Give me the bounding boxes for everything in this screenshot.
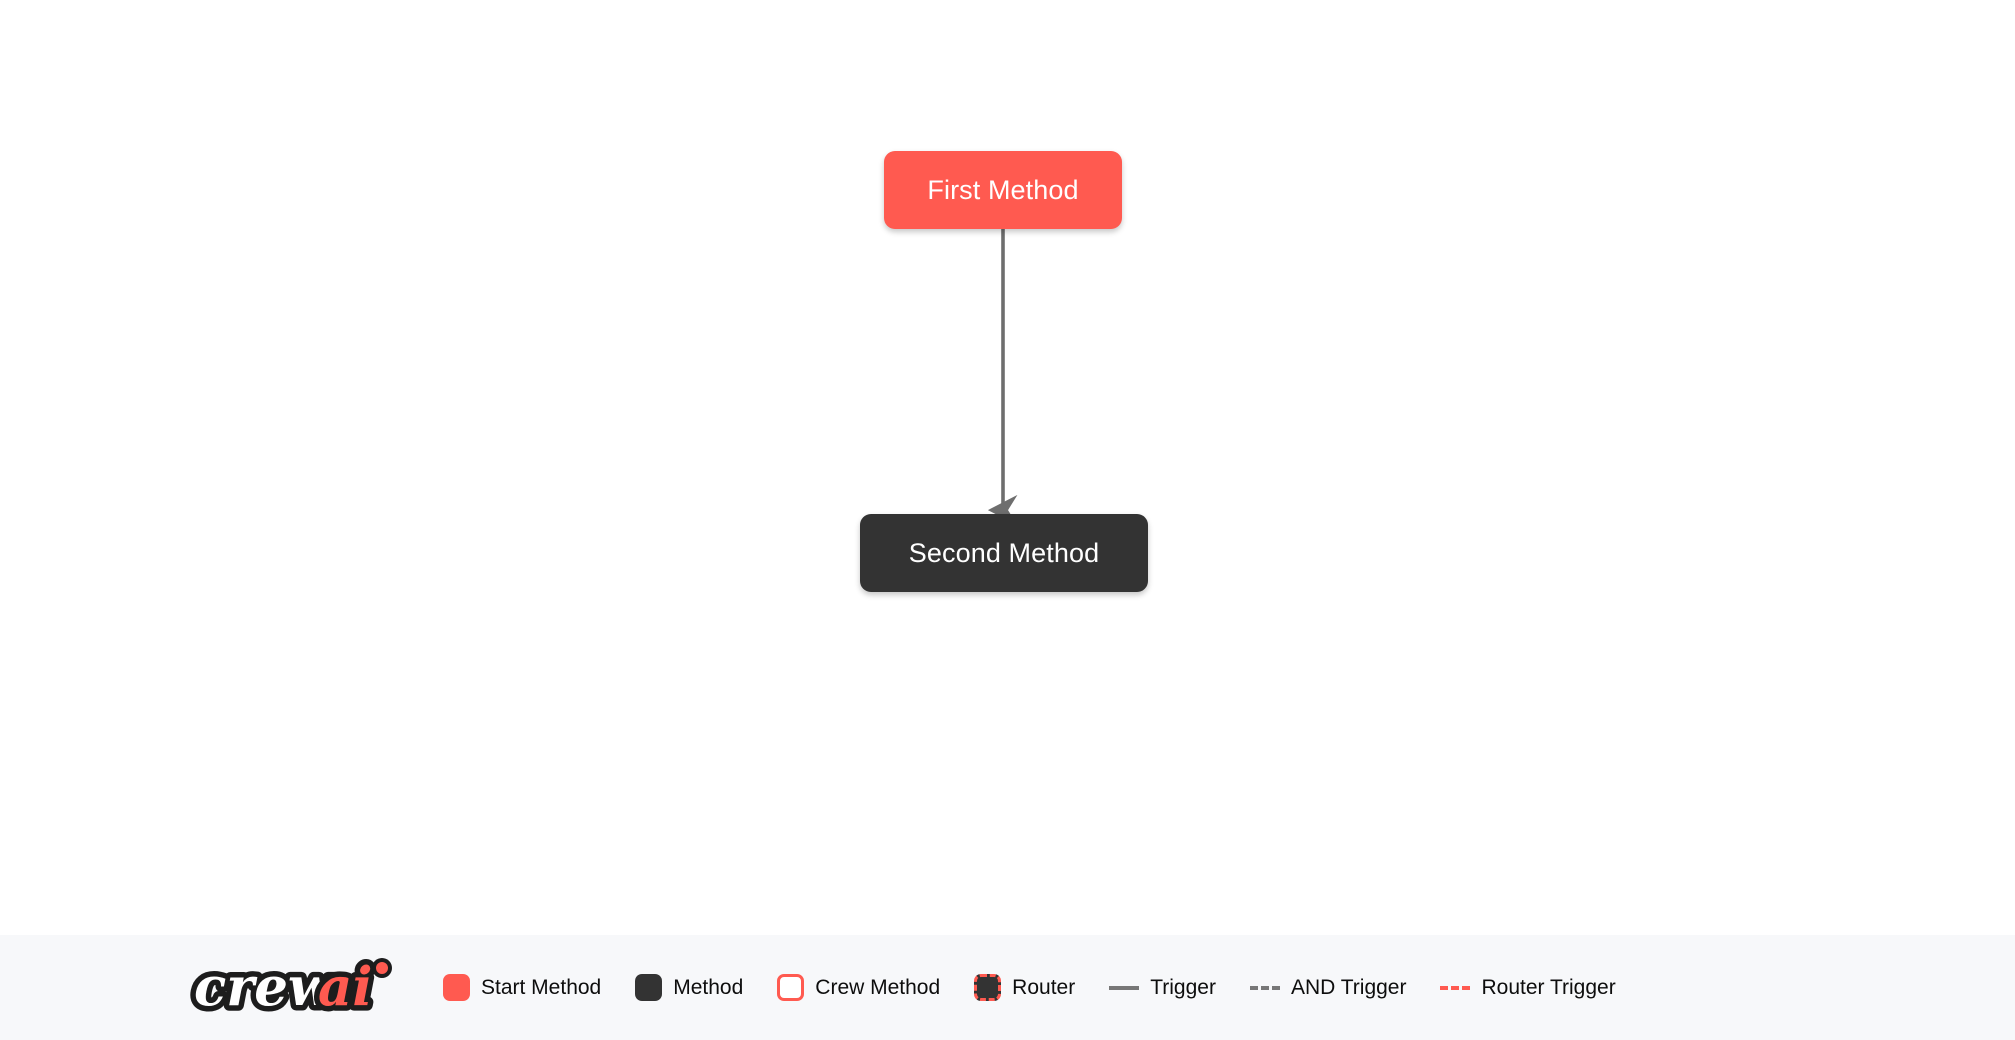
edge-layer: [987, 229, 1018, 526]
crewai-logo: crew crew ai ai: [190, 955, 392, 1021]
legend-bar: crew crew ai ai Start Method Method Crew…: [0, 935, 2015, 1040]
legend-label-router-trigger: Router Trigger: [1481, 976, 1616, 999]
flow-canvas[interactable]: First Method Second Method: [0, 0, 2015, 935]
legend-item-and-trigger: AND Trigger: [1249, 976, 1407, 999]
legend-items: Start Method Method Crew Method Router T…: [443, 974, 1616, 1001]
legend-item-crew-method: Crew Method: [777, 974, 940, 1001]
svg-text:ai: ai: [318, 956, 372, 1018]
svg-text:crew: crew: [194, 956, 336, 1018]
legend-item-method: Method: [635, 974, 743, 1001]
router-swatch-icon: [974, 974, 1002, 1001]
legend-label-trigger: Trigger: [1150, 976, 1216, 999]
svg-text:ai: ai: [318, 956, 372, 1018]
node-second-method-label: Second Method: [908, 537, 1100, 568]
and-trigger-line-icon: [1249, 985, 1280, 990]
legend-label-router: Router: [1012, 976, 1076, 999]
legend-label-method: Method: [673, 976, 744, 999]
crew-method-swatch-icon: [777, 974, 805, 1001]
node-first-method-label: First Method: [927, 174, 1079, 205]
node-second-method[interactable]: Second Method: [860, 514, 1148, 592]
legend-label-crew-method: Crew Method: [815, 976, 941, 999]
legend-item-router: Router: [974, 974, 1075, 1001]
svg-text:crew: crew: [194, 956, 336, 1018]
legend-item-start-method: Start Method: [443, 974, 601, 1001]
legend-item-trigger: Trigger: [1109, 977, 1216, 998]
node-first-method[interactable]: First Method: [884, 151, 1122, 229]
trigger-line-icon: [1109, 985, 1140, 990]
legend-item-router-trigger: Router Trigger: [1440, 976, 1616, 999]
router-trigger-line-icon: [1440, 985, 1471, 990]
legend-label-and-trigger: AND Trigger: [1290, 976, 1407, 999]
start-method-swatch-icon: [443, 974, 470, 1001]
legend-label-start-method: Start Method: [481, 976, 602, 999]
method-swatch-icon: [635, 974, 663, 1001]
